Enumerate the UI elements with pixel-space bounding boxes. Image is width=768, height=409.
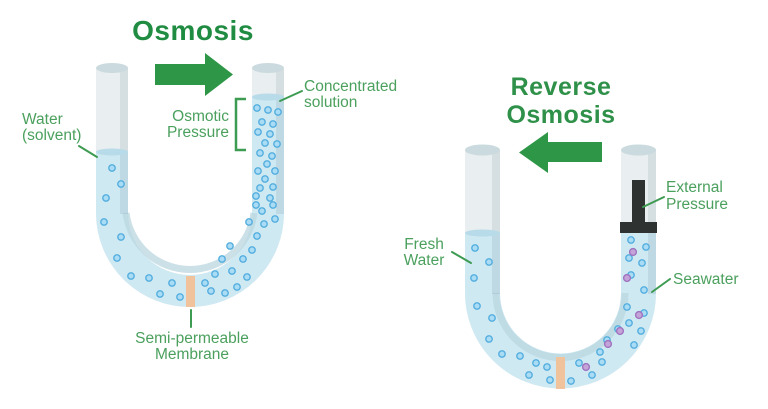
seawater-label: Seawater xyxy=(651,271,738,293)
reverse-osmosis-title-line1: Reverse xyxy=(511,73,612,101)
fresh-water-surface xyxy=(465,229,500,237)
svg-text:Pressure: Pressure xyxy=(666,196,728,213)
svg-text:Water: Water xyxy=(22,111,63,128)
svg-text:External: External xyxy=(666,179,723,196)
svg-text:Water: Water xyxy=(404,252,445,269)
water-solvent-label: Water (solvent) xyxy=(22,111,98,158)
osmosis-diagram: Osmosis xyxy=(22,15,397,363)
svg-text:solution: solution xyxy=(304,94,357,111)
svg-text:Pressure: Pressure xyxy=(167,124,229,141)
left-utube-inner-shade xyxy=(122,212,258,273)
reverse-osmosis-title-line2: Osmosis xyxy=(506,101,615,129)
left-arm-shade xyxy=(120,68,128,214)
tube-rim xyxy=(621,144,656,156)
fresh-water-pointer-line xyxy=(451,251,472,264)
reverse-osmosis-arrow-left-icon xyxy=(519,132,602,173)
tube-rim xyxy=(96,63,128,73)
svg-text:Concentrated: Concentrated xyxy=(304,78,397,95)
tube-rim xyxy=(465,144,500,156)
fresh-arm-shade xyxy=(492,150,500,294)
right-utube-water xyxy=(465,233,656,389)
water-surface-right xyxy=(252,93,284,101)
svg-text:Seawater: Seawater xyxy=(673,271,738,288)
concentrated-pointer-line xyxy=(279,90,303,102)
semi-permeable-membrane xyxy=(556,357,565,389)
right-utube-bubbles xyxy=(470,236,650,385)
external-pressure-label: External Pressure xyxy=(642,179,728,213)
water-pointer-line xyxy=(78,145,98,158)
piston-icon xyxy=(620,180,657,233)
right-arm-shade xyxy=(276,68,284,214)
osmotic-pressure-label: Osmotic Pressure xyxy=(167,97,246,152)
left-utube-bubbles xyxy=(100,104,282,301)
fresh-water-label: Fresh Water xyxy=(404,236,472,269)
tube-rim xyxy=(252,63,284,73)
concentrated-solution-label: Concentrated solution xyxy=(279,78,397,111)
piston-plate xyxy=(620,222,657,233)
osmosis-arrow-right-icon xyxy=(155,53,233,96)
reverse-osmosis-diagram: Reverse Osmosis xyxy=(404,73,738,389)
svg-text:Fresh: Fresh xyxy=(404,236,444,253)
svg-text:Osmotic: Osmotic xyxy=(172,108,229,125)
svg-text:Semi-permeable: Semi-permeable xyxy=(135,330,249,347)
seawater-pointer-line xyxy=(651,278,671,293)
osmotic-pressure-bracket xyxy=(234,97,246,152)
semi-permeable-membrane xyxy=(186,276,195,307)
svg-text:(solvent): (solvent) xyxy=(22,127,81,144)
svg-text:Membrane: Membrane xyxy=(155,346,229,363)
membrane-label: Semi-permeable Membrane xyxy=(135,309,249,363)
osmosis-title: Osmosis xyxy=(132,15,254,46)
external-pressure-pointer-line xyxy=(642,196,665,208)
piston-rod xyxy=(632,180,645,224)
water-surface-left xyxy=(96,148,128,156)
